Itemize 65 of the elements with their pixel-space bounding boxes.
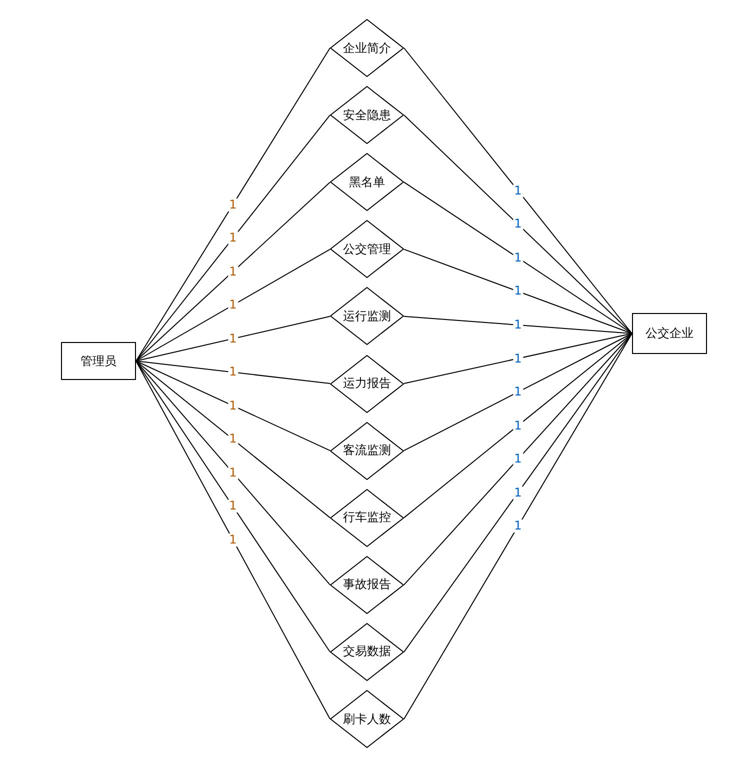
connector-line — [136, 360, 330, 384]
connector-line — [404, 333, 632, 720]
cardinality-label: 1 — [513, 486, 523, 500]
connector-line — [136, 248, 330, 362]
connector-line — [136, 360, 330, 720]
node-label: 企业简介 — [343, 40, 391, 56]
connector-line — [404, 333, 632, 452]
node-label: 管理员 — [80, 352, 116, 370]
relationship-diamond — [330, 220, 404, 278]
cardinality-label: 1 — [228, 534, 238, 546]
connector-line — [404, 333, 632, 518]
connector-line — [404, 48, 632, 334]
node-label: 行车监控 — [343, 509, 391, 526]
relationship-diamond — [330, 422, 404, 480]
connector-line — [404, 333, 632, 384]
connector-line — [404, 248, 632, 334]
cardinality-label: 1 — [513, 318, 523, 332]
entity-box — [61, 342, 136, 380]
cardinality-label: 1 — [228, 198, 238, 211]
cardinality-label: 1 — [228, 432, 238, 446]
cardinality-label: 1 — [513, 352, 523, 365]
node-label: 运力报告 — [343, 375, 391, 392]
connector-line — [136, 360, 330, 518]
relationship-diamond — [330, 690, 404, 748]
cardinality-label: 1 — [228, 500, 238, 513]
node-label: 事故报告 — [343, 576, 391, 594]
cardinality-label: 1 — [228, 265, 238, 278]
connector-line — [136, 114, 330, 362]
cardinality-label: 1 — [228, 399, 238, 412]
connector-line — [404, 114, 632, 334]
node-label: 运行监测 — [343, 308, 391, 325]
entity-box — [632, 313, 707, 354]
relationship-diamond — [330, 622, 404, 681]
node-label: 交易数据 — [343, 643, 391, 660]
connector-line — [136, 182, 330, 362]
connector-line — [136, 48, 330, 362]
connector-line — [404, 333, 632, 586]
cardinality-label: 1 — [513, 218, 523, 231]
cardinality-label: 1 — [228, 232, 238, 245]
node-label: 黑名单 — [349, 174, 385, 191]
relationship-diamond — [330, 19, 404, 77]
connector-line — [136, 316, 330, 362]
cardinality-label: 1 — [228, 332, 238, 346]
node-label: 客流监测 — [343, 442, 391, 460]
connector-line — [404, 182, 632, 334]
node-label: 刷卡人数 — [343, 710, 391, 728]
cardinality-label: 1 — [513, 452, 523, 466]
cardinality-label: 1 — [513, 251, 523, 264]
relationship-diamond — [330, 488, 404, 547]
relationship-diamond — [330, 556, 404, 614]
node-label: 公交管理 — [343, 240, 391, 258]
cardinality-label: 1 — [513, 419, 523, 432]
relationship-diamond — [330, 153, 404, 212]
cardinality-label: 1 — [513, 184, 523, 198]
connector-line — [136, 360, 330, 452]
connector-line — [136, 360, 330, 586]
relationship-diamond — [330, 354, 404, 412]
cardinality-label: 1 — [228, 466, 238, 480]
relationship-diamond — [330, 287, 404, 346]
relationship-diamond — [330, 86, 404, 144]
connector-line — [404, 316, 632, 334]
node-label: 公交企业 — [646, 325, 694, 342]
cardinality-label: 1 — [513, 520, 523, 533]
connector-line — [404, 333, 632, 652]
node-label: 安全隐患 — [343, 106, 391, 124]
